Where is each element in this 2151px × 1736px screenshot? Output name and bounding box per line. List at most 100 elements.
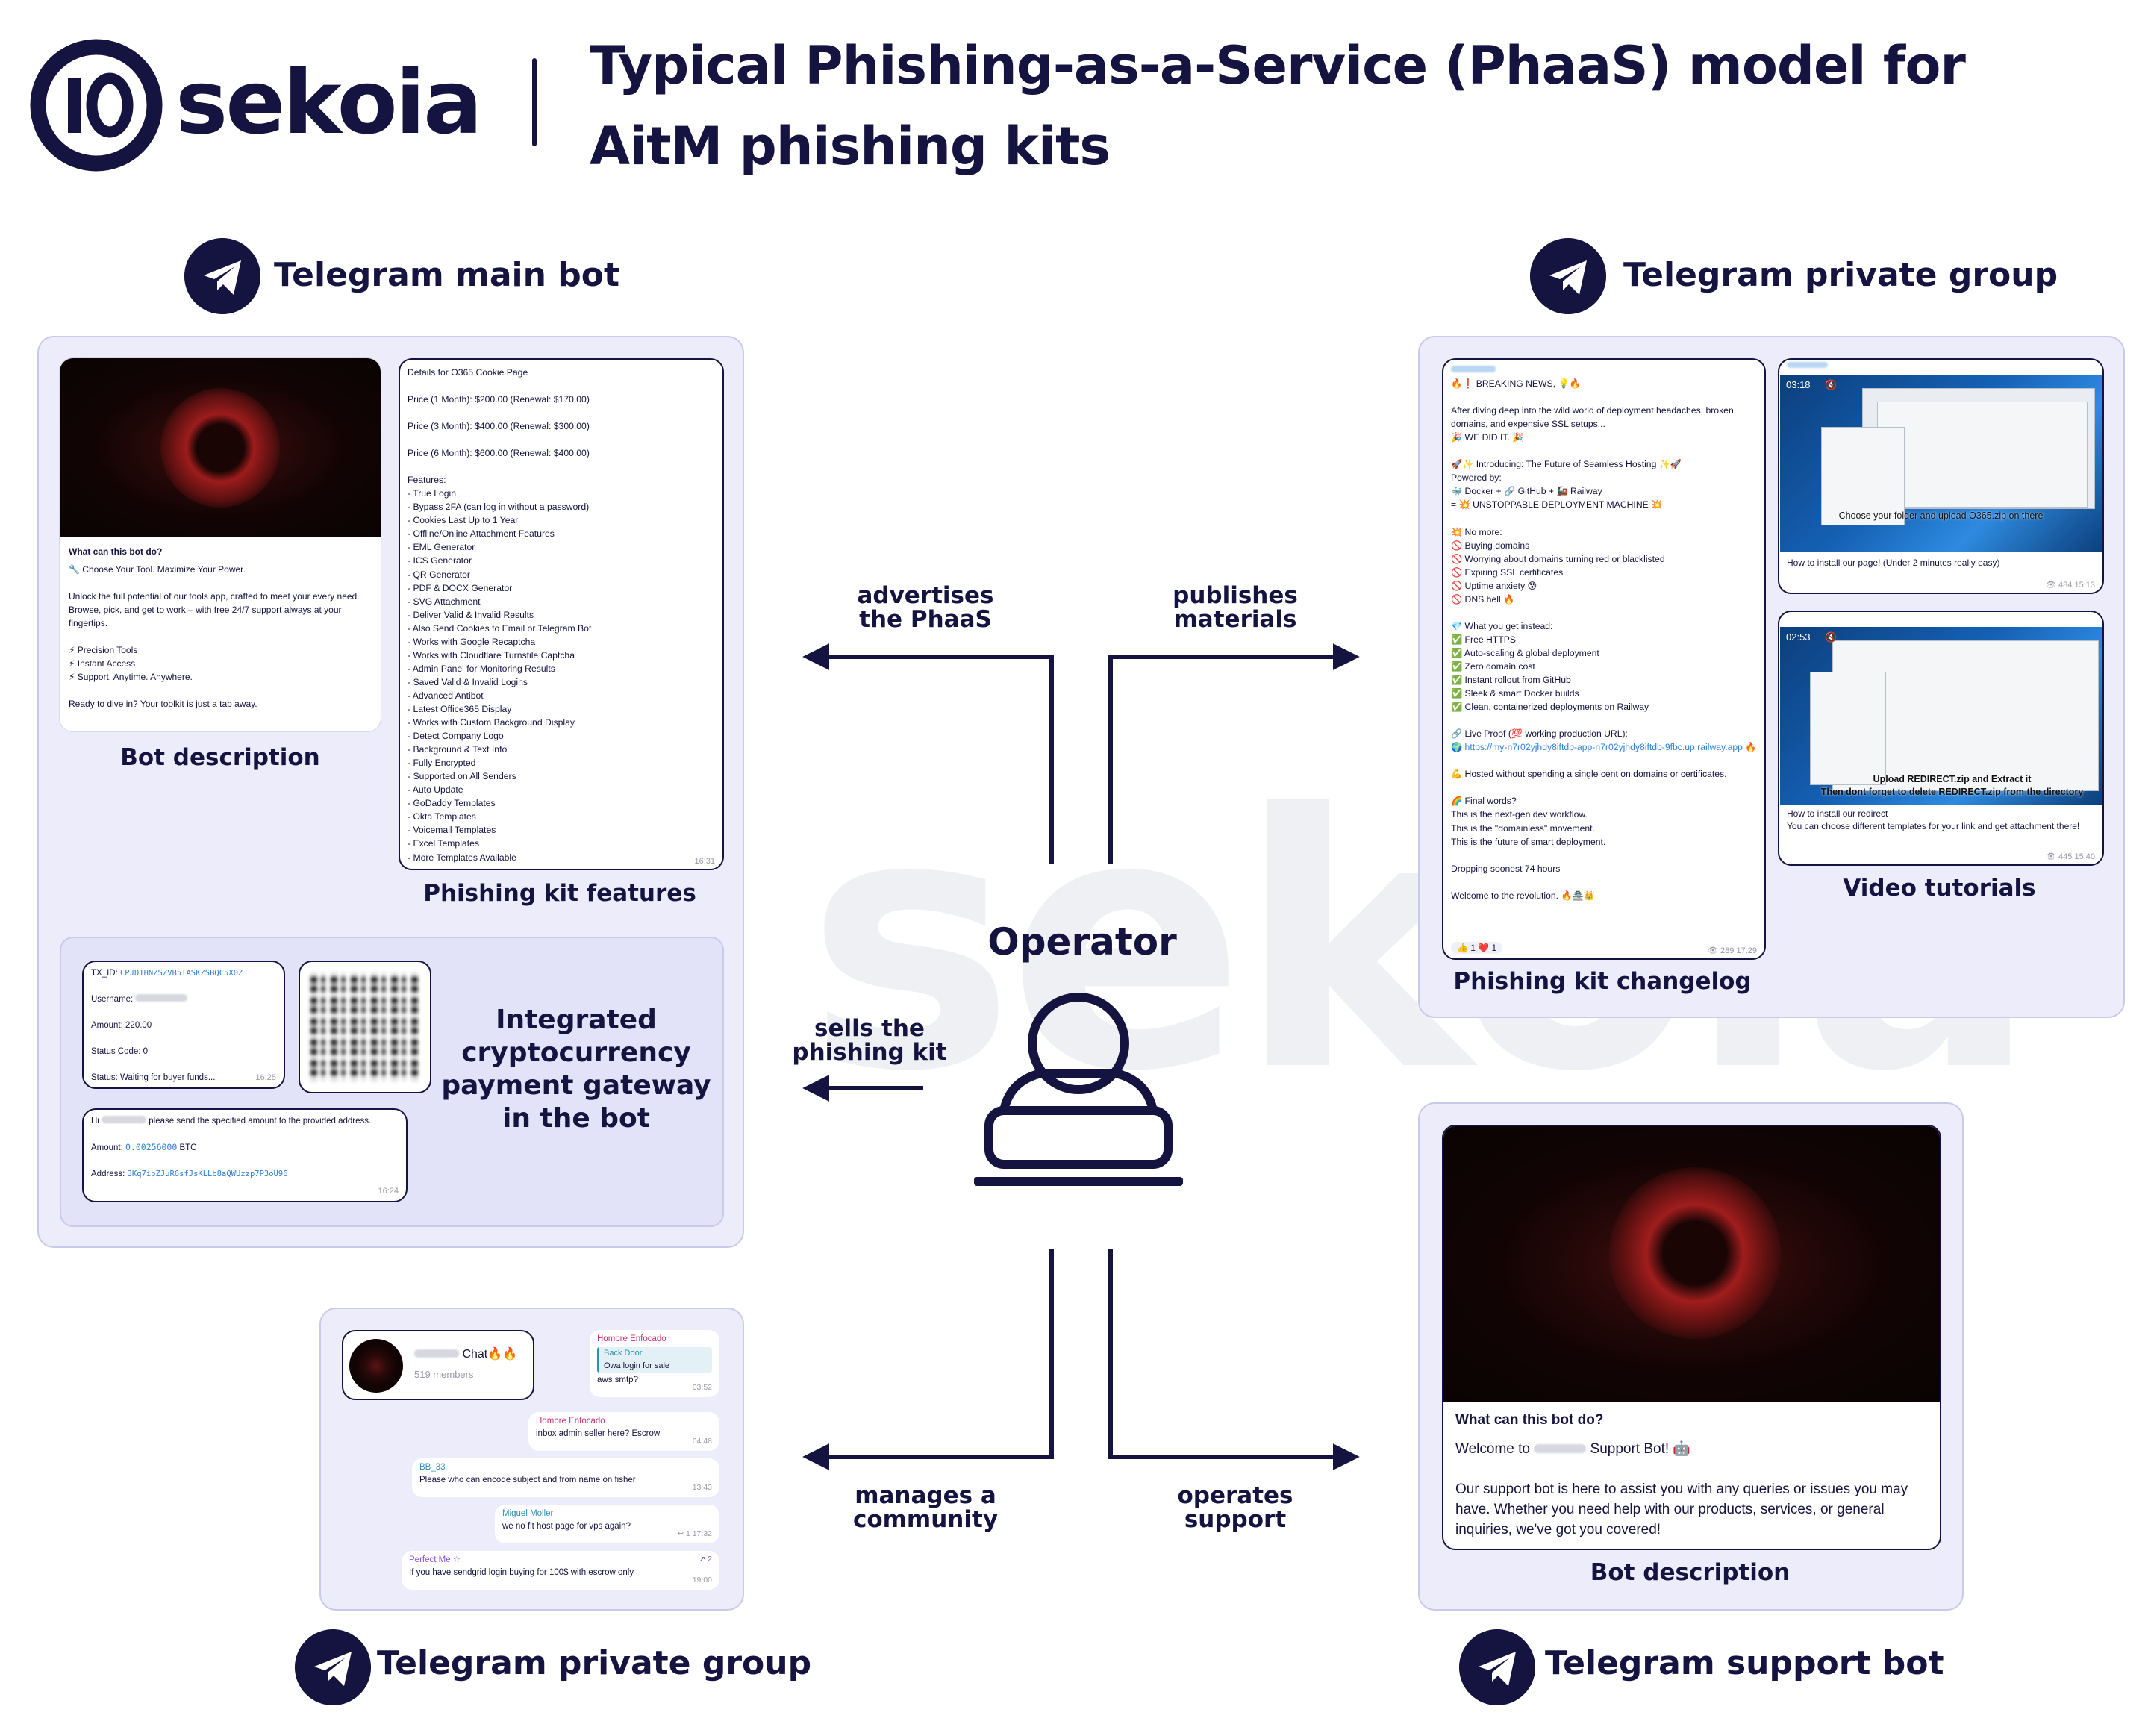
payment-request-body: please send the specified amount to the …: [149, 1117, 372, 1125]
message-timestamp: 04:48: [692, 1437, 712, 1446]
tx-row: TX_ID: CPJD1HNZSZVB5TASKZSBQC5X0Z: [91, 967, 276, 980]
changelog-url[interactable]: 🌍 https://my-n7r02yjhdy8iftdb-app-n7r02y…: [1451, 742, 1757, 753]
feature-line: - Advanced Antibot: [408, 690, 484, 701]
section-title: Telegram main bot: [274, 256, 620, 294]
operator-icon: [974, 993, 1183, 1186]
feature-line: - Fully Encrypted: [408, 758, 476, 769]
group-header-card: Chat🔥🔥 519 members: [342, 1330, 534, 1400]
feature-line: Details for O365 Cookie Page: [408, 367, 528, 378]
message-timestamp: 13:43: [692, 1483, 712, 1492]
redacted-bot-name: [1534, 1444, 1587, 1453]
reactions[interactable]: 👍 1 ❤️ 1: [1451, 942, 1503, 954]
chat-text: inbox admin seller here? Escrow: [536, 1429, 661, 1438]
reply-count-badge[interactable]: ↗ 2: [699, 1555, 712, 1564]
video-player-2[interactable]: 02:53 🔇 Upload REDIRECT.zip and Extract …: [1780, 627, 2102, 805]
payment-request-card: Hi please send the specified amount to t…: [82, 1108, 408, 1202]
feature-line: Price (1 Month): $200.00 (Renewal: $170.…: [408, 394, 590, 405]
payment-status: Status: Waiting for buyer funds...: [91, 1073, 216, 1082]
feature-line: - GoDaddy Templates: [408, 798, 496, 809]
reply-text: Owa login for sale: [604, 1361, 670, 1370]
caption-bot-description: Bot description: [120, 744, 320, 771]
greeting: Hi: [91, 1117, 99, 1125]
feature-line: - Saved Valid & Invalid Logins: [408, 676, 528, 687]
chat-text: aws smtp?: [597, 1376, 638, 1384]
feature-line: Price (6 Month): $600.00 (Renewal: $400.…: [408, 448, 590, 459]
chat-sender: Hombre Enfocado: [536, 1417, 605, 1426]
message-timestamp: 03:52: [692, 1383, 712, 1392]
mute-icon[interactable]: 🔇: [1825, 631, 1838, 643]
message-meta: 👁 289 17:29: [1708, 946, 1757, 955]
feature-line: - Latest Office365 Display: [408, 703, 512, 714]
support-bot-welcome: Welcome to Support Bot! 🤖: [1455, 1439, 1928, 1459]
caption-support-bot-description: Bot description: [1590, 1559, 1791, 1586]
video-overlay-text: Choose your folder and upload O365.zip o…: [1838, 511, 2044, 521]
feature-line: - Supported on All Senders: [408, 771, 516, 782]
chat-text: If you have sendgrid login buying for 10…: [409, 1568, 634, 1577]
changelog-body: 🔥❗ BREAKING NEWS, 💡🔥 After diving deep i…: [1451, 378, 1734, 740]
support-bot-panel: What can this bot do? Welcome to Support…: [1418, 1102, 1964, 1611]
video-caption: How to install our redirect You can choo…: [1787, 808, 2080, 831]
section-title: Telegram private group: [1623, 256, 2058, 294]
telegram-icon: [1459, 1629, 1535, 1705]
section-title: Telegram private group: [377, 1644, 812, 1682]
feature-line: - Deliver Valid & Invalid Results: [408, 609, 534, 620]
chat-sender: BB_33: [419, 1463, 446, 1472]
video-tutorial-card-2: 02:53 🔇 Upload REDIRECT.zip and Extract …: [1778, 611, 2104, 866]
feature-line: - Background & Text Info: [408, 744, 508, 755]
caption-changelog: Phishing kit changelog: [1453, 968, 1752, 995]
private-group-top-panel: 🔥❗ BREAKING NEWS, 💡🔥 After diving deep i…: [1418, 336, 2125, 1018]
chat-message[interactable]: Perfect Me ☆If you have sendgrid login b…: [402, 1551, 719, 1590]
video-player-1[interactable]: 03:18 🔇 Choose your folder and upload O3…: [1780, 375, 2102, 552]
address-row: Address: 3Kq7ipZJuR6sfJsKLLb8aQWUzzp7P3o…: [91, 1167, 399, 1181]
telegram-icon: [1530, 238, 1606, 314]
feature-line: Features:: [408, 475, 446, 486]
changelog-card: 🔥❗ BREAKING NEWS, 💡🔥 After diving deep i…: [1442, 358, 1766, 960]
page-title: Typical Phishing-as-a-Service (PhaaS) mo…: [590, 35, 1966, 177]
video-overlay-text: Upload REDIRECT.zip and Extract it Then …: [1820, 774, 2084, 797]
brand-wordmark: sekoia: [175, 51, 483, 154]
section-header-private-group-top: Telegram private group: [1530, 238, 2058, 318]
bot-avatar-image: [60, 358, 381, 537]
feature-line: - Admin Panel for Monitoring Results: [408, 663, 555, 674]
mute-icon[interactable]: 🔇: [1825, 379, 1838, 390]
redacted-username: [135, 994, 188, 1002]
chat-text: Please who can encode subject and from n…: [419, 1476, 636, 1484]
feature-line: Price (3 Month): $400.00 (Renewal: $300.…: [408, 421, 590, 432]
message-timestamp: 16:31: [694, 857, 715, 866]
feature-line: - Bypass 2FA (can log in without a passw…: [408, 502, 590, 513]
amount: Amount: 220.00: [91, 1021, 152, 1030]
tx-label: TX_ID:: [91, 969, 120, 978]
feature-line: - Works with Cloudflare Turnstile Captch…: [408, 649, 575, 661]
message-timestamp: ↩ 1 17:32: [677, 1529, 712, 1538]
feature-line: - True Login: [408, 488, 457, 499]
section-header-main-bot: Telegram main bot: [184, 238, 619, 318]
btc-unit: BTC: [177, 1143, 197, 1152]
edge-label-sells: sells the phishing kit: [792, 1015, 947, 1066]
redacted-group-name: [414, 1349, 459, 1358]
feature-line: - Cookies Last Up to 1 Year: [408, 515, 519, 526]
group-members: 519 members: [414, 1369, 474, 1380]
section-header-private-group-bottom: Telegram private group: [295, 1629, 811, 1709]
reply-to-name: Back Door: [604, 1349, 643, 1358]
chat-sender: Miguel Moller: [502, 1509, 554, 1518]
address-label: Address:: [91, 1170, 128, 1178]
payment-request-text: Hi please send the specified amount to t…: [91, 1114, 399, 1128]
redacted-channel-name: [1787, 362, 1828, 368]
video-duration: 03:18: [1786, 379, 1811, 390]
message-timestamp: 16:24: [378, 1187, 399, 1196]
changelog-body-2: 💪 Hosted without spending a single cent …: [1451, 769, 1727, 901]
telegram-icon: [295, 1629, 371, 1705]
feature-line: - SVG Attachment: [408, 596, 481, 607]
bot-description-body: 🔧 Choose Your Tool. Maximize Your Power.…: [69, 564, 360, 709]
chat-message[interactable]: Hombre Enfocado inbox admin seller here? …: [528, 1412, 719, 1451]
welcome-suffix: Support Bot! 🤖: [1590, 1441, 1691, 1457]
status-code: Status Code: 0: [91, 1047, 149, 1056]
